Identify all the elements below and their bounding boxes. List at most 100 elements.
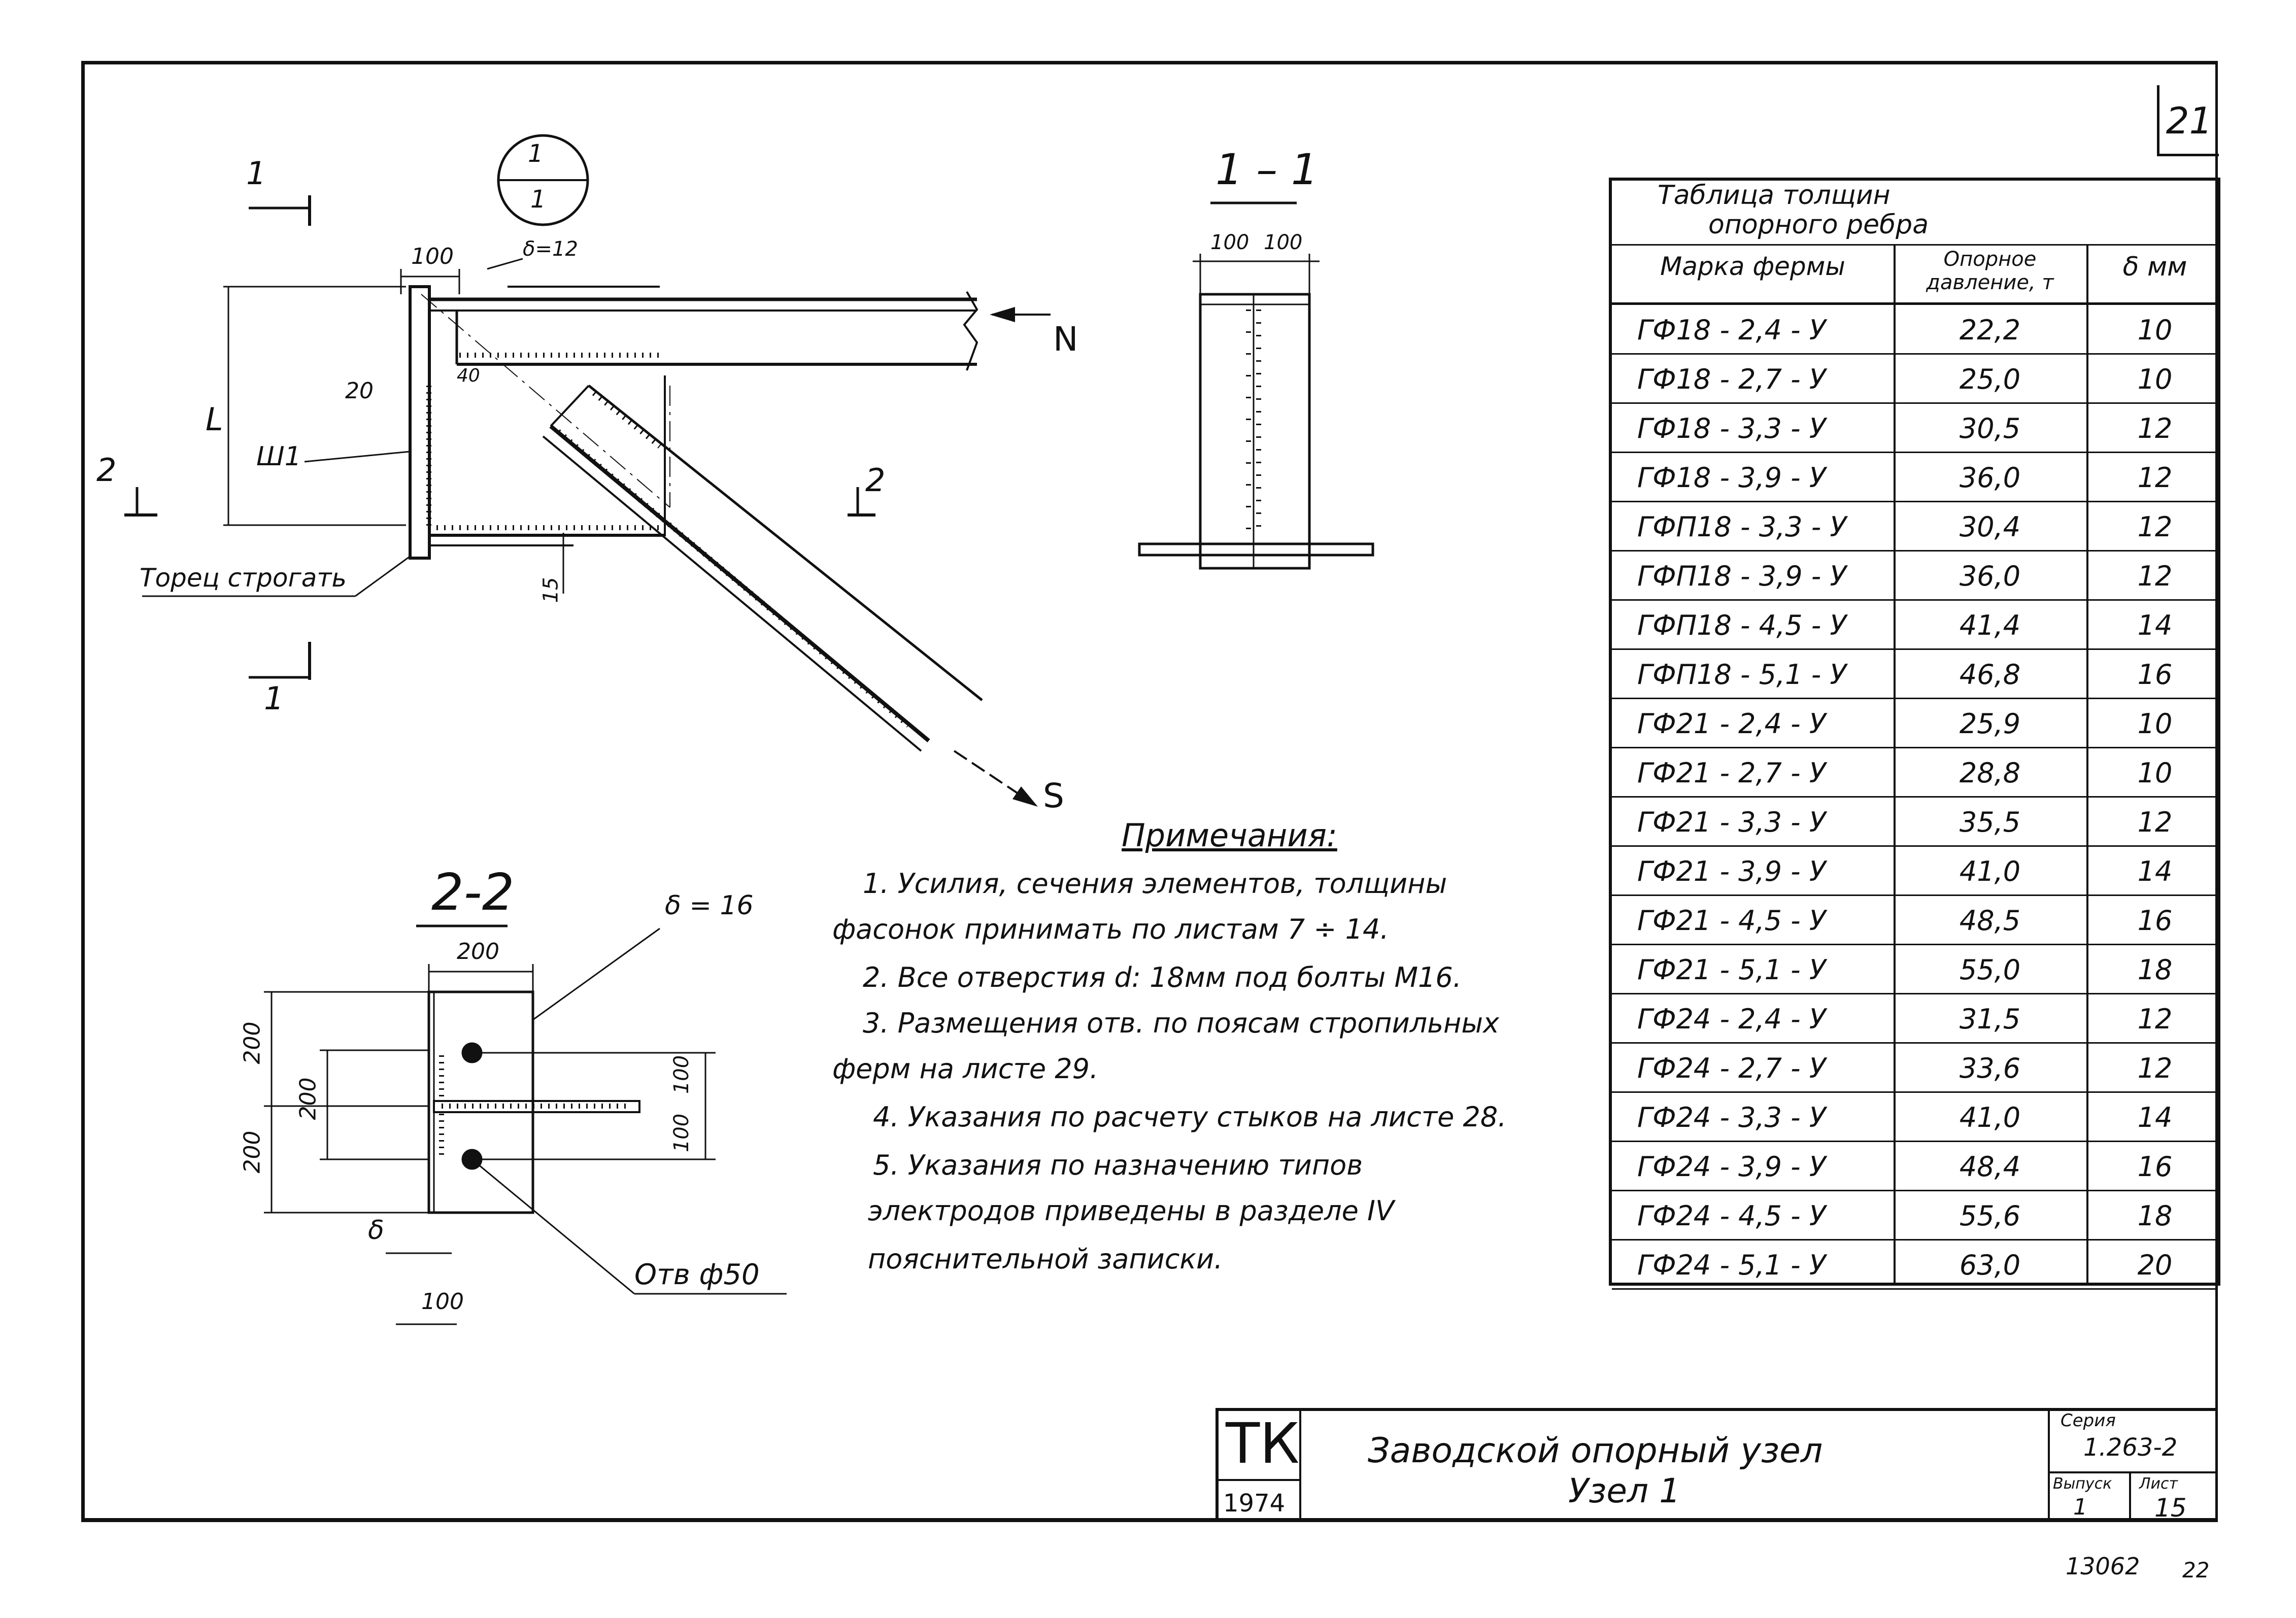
table-cell-thickness: 14 [2137,1101,2173,1133]
table-row-divider [1612,796,2217,798]
table-cell-thickness: 12 [2137,1052,2173,1084]
notes-title: Примечания: [1122,817,1337,854]
issue-label: Выпуск [2053,1475,2112,1493]
note-line-7: 5. Указания по назначению типов [873,1149,1363,1181]
section-2-2-dim-200-left-a: 200 [239,1021,265,1064]
archive-code: 13062 [2066,1553,2140,1580]
table-row-divider [1612,452,2217,453]
org-mark: ТК [1226,1411,1300,1476]
table-row-divider [1612,698,2217,699]
table-cell-pressure: 36,0 [1959,560,2021,592]
table-cell-pressure: 41,0 [1959,1101,2021,1133]
sheet-value: 15 [2154,1493,2187,1523]
table-cell-thickness: 16 [2137,905,2173,937]
table-row-divider [1612,1288,2217,1290]
node-view-linework [124,134,1051,807]
table-cell-thickness: 10 [2137,314,2173,346]
table-cell-mark: ГФ24 - 5,1 - У [1637,1249,1826,1281]
table-title-line-1: Таблица толщин [1658,180,1890,211]
table-cell-thickness: 16 [2137,659,2173,691]
table-row-divider [1612,353,2217,355]
table-row-divider [1612,993,2217,994]
table-title: Таблица толщин опорного ребра [1658,181,2216,244]
section-2-2-hole-label: Отв ф50 [634,1258,760,1291]
table-cell-pressure: 41,4 [1959,609,2021,641]
section-2-2-delta: δ [368,1215,384,1246]
note-line-8: электродов приведены в разделе IV [868,1195,1394,1227]
table-cell-mark: ГФ21 - 2,7 - У [1637,757,1826,789]
table-header-pressure: Опорное давление, т [1926,248,2054,294]
section-2-2-title: 2-2 [431,863,515,922]
year: 1974 [1223,1489,1286,1518]
table-row-divider [1612,1239,2217,1241]
table-cell-thickness: 12 [2137,806,2173,838]
table-cell-mark: ГФ18 - 3,9 - У [1637,462,1826,494]
table-row-divider [1612,402,2217,404]
section-2-2-dim-200-left-b: 200 [239,1130,265,1174]
table-row-divider [1612,1190,2217,1191]
table-cell-thickness: 12 [2137,412,2173,444]
table-cell-thickness: 12 [2137,560,2173,592]
table-cell-pressure: 48,4 [1959,1151,2021,1183]
table-cell-pressure: 35,5 [1959,806,2021,838]
force-label-S: S [1043,776,1064,815]
note-line-3: 2. Все отверстия d: 18мм под болты М16. [863,961,1462,993]
section-2-2-dim-100-bottom: 100 [421,1289,464,1315]
table-cell-mark: ГФ18 - 3,3 - У [1637,412,1826,444]
table-cell-pressure: 63,0 [1959,1249,2021,1281]
table-cell-pressure: 30,5 [1959,412,2021,444]
table-cell-pressure: 28,8 [1959,757,2021,789]
table-cell-thickness: 18 [2137,1200,2173,1232]
table-cell-pressure: 36,0 [1959,462,2021,494]
table-cell-thickness: 14 [2137,609,2173,641]
table-cell-pressure: 33,6 [1959,1052,2021,1084]
node-circle-top: 1 [528,140,544,168]
drawing-title: Заводской опорный узел [1368,1431,1823,1471]
sheet-number: 21 [2157,85,2219,156]
note-line-4: 3. Размещения отв. по поясам стропильных [863,1007,1499,1039]
table-cell-pressure: 55,6 [1959,1200,2021,1232]
cut-label-1-top: 1 [246,155,266,192]
table-cell-mark: ГФП18 - 3,3 - У [1637,511,1847,543]
section-1-1-linework [1138,201,1374,570]
table-cell-mark: ГФП18 - 5,1 - У [1637,659,1847,691]
table-title-line-2: опорного ребра [1708,210,1929,240]
cut-label-1-bottom: 1 [264,680,284,717]
table-cell-thickness: 10 [2137,363,2173,395]
section-2-2-dim-200-inner: 200 [295,1077,321,1120]
table-cell-mark: ГФ24 - 4,5 - У [1637,1200,1826,1232]
table-row-divider [1612,944,2217,945]
section-2-2-linework [264,924,787,1325]
dim-40: 40 [457,365,480,386]
table-cell-thickness: 10 [2137,757,2173,789]
table-cell-thickness: 20 [2137,1249,2173,1281]
section-1-1-title: 1 – 1 [1215,145,1319,194]
table-header-mark: Марка фермы [1660,252,1845,281]
cut-label-2-left: 2 [96,452,117,489]
section-1-1-dim-right: 100 [1264,231,1303,254]
note-line-5: ферм на листе 29. [832,1053,1099,1085]
table-cell-mark: ГФ21 - 2,4 - У [1637,708,1826,740]
table-cell-mark: ГФ18 - 2,4 - У [1637,314,1826,346]
series-label: Серия [2061,1410,2116,1431]
table-row-divider [1612,894,2217,896]
drawing-frame [81,61,2218,1522]
table-cell-thickness: 12 [2137,462,2173,494]
table-row-divider [1612,845,2217,847]
table-cell-thickness: 18 [2137,954,2173,986]
table-cell-mark: ГФ21 - 3,3 - У [1637,806,1826,838]
node-circle-bottom: 1 [530,185,546,214]
section-2-2-dim-100-r2: 100 [670,1113,694,1153]
note-line-2: фасонок принимать по листам 7 ÷ 14. [832,913,1389,945]
table-cell-pressure: 25,0 [1959,363,2021,395]
series-value: 1.263-2 [2083,1433,2178,1462]
table-row-divider [1612,1091,2217,1093]
table-cell-thickness: 14 [2137,855,2173,887]
title-block: ТК 1974 Заводской опорный узел Узел 1 Се… [1215,1408,2218,1523]
dim-L: L [206,401,223,438]
issue-value: 1 [2073,1494,2087,1520]
table-cell-pressure: 41,0 [1959,855,2021,887]
section-1-1-dim-left: 100 [1210,231,1250,254]
note-line-9: пояснительной записки. [868,1243,1223,1275]
table-row-divider [1612,648,2217,650]
